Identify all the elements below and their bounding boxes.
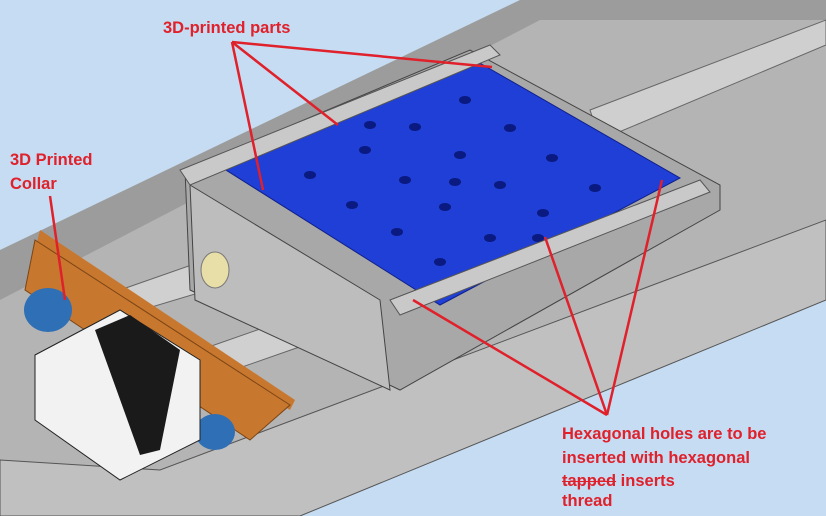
clamp-bar (389, 179, 711, 316)
bushing (200, 251, 230, 289)
hex-line-4: thread (562, 492, 613, 510)
annotation-lines (48, 40, 664, 417)
rail-side-wall (0, 219, 826, 516)
collar-line-2: Collar (10, 175, 57, 193)
hex-line-3-rest: inserts (616, 472, 675, 490)
hex-line-2: inserted with hexagonal (562, 449, 750, 467)
hex-line-1: Hexagonal holes are to be (562, 425, 767, 443)
collar-plate (35, 230, 295, 410)
collar-line-1: 3D Printed (10, 151, 93, 169)
label-hexagonal-holes: Hexagonal holes are to be inserted with … (562, 422, 766, 510)
motor-mount (195, 414, 235, 450)
label-3d-printed-parts: 3D-printed parts (163, 19, 291, 37)
struck-word: tapped (562, 472, 617, 490)
hex-holes (304, 96, 601, 266)
clamp-bar (179, 44, 501, 186)
hex-line-3: tapped inserts (562, 470, 766, 492)
motor-mount (24, 288, 72, 332)
carriage-front (189, 184, 391, 391)
stepper-motor-band (95, 315, 180, 455)
label-3d-printed-collar: 3D Printed Collar (10, 148, 93, 196)
